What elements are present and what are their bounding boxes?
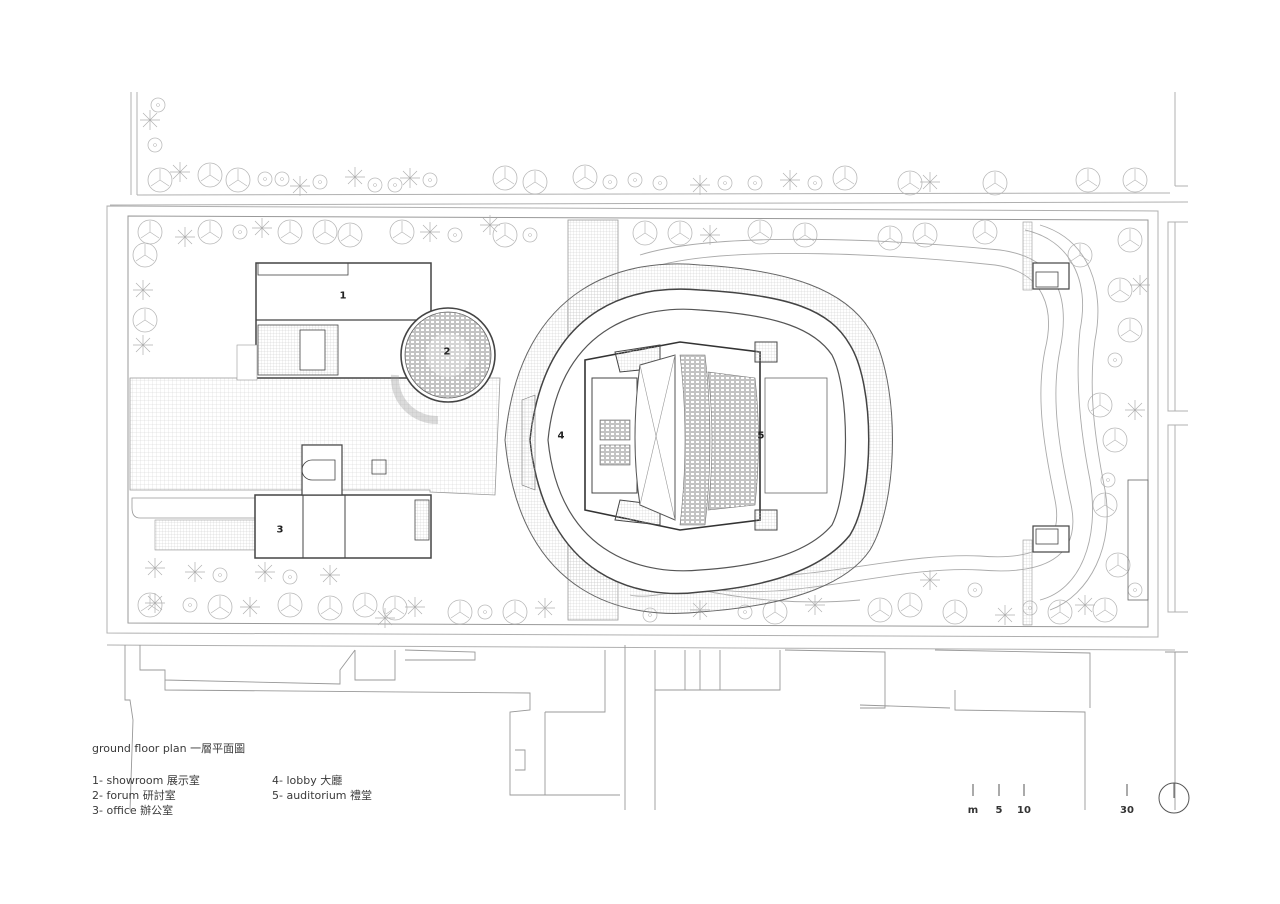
room-label-1: 1	[339, 290, 347, 302]
drawing-title: ground floor plan 一層平面圖	[92, 742, 246, 755]
room-label-2: 2	[443, 346, 451, 358]
site-boundary-lines	[106, 92, 1189, 651]
room-label-3: 3	[276, 524, 284, 536]
neighboring-buildings	[124, 645, 1188, 811]
scale-tick-5: 5	[995, 805, 1003, 816]
office-building	[254, 444, 432, 559]
forum-building	[390, 307, 496, 425]
room-label-4: 4	[557, 430, 565, 442]
scale-tick-10: 10	[1017, 805, 1031, 816]
garden-pavilions	[1022, 221, 1149, 626]
legend-item-office: 3- office 辦公室	[92, 804, 174, 817]
auditorium-building	[504, 263, 893, 614]
scale-tick-30: 30	[1120, 805, 1134, 816]
legend-item-showroom: 1- showroom 展示室	[92, 774, 200, 787]
scale-bar	[972, 784, 1128, 796]
north-arrow-icon	[1158, 782, 1190, 814]
legend-item-forum: 2- forum 研討室	[92, 789, 176, 802]
room-label-5: 5	[757, 430, 765, 442]
legend-item-auditorium: 5- auditorium 禮堂	[272, 789, 373, 802]
top-tree-row	[139, 97, 1148, 197]
legend-item-lobby: 4- lobby 大廳	[272, 774, 343, 787]
scale-unit: m	[967, 805, 979, 816]
